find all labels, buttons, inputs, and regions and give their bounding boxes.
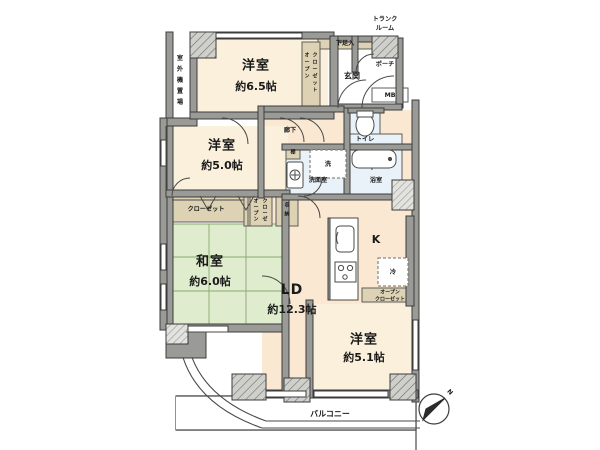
open-closet-south-label-2: クローゼット bbox=[375, 296, 405, 303]
bedroom-north-area: 約6.5帖 bbox=[235, 79, 277, 93]
tatami-room-name: 和室 bbox=[196, 254, 224, 270]
svg-text:ゼ: ゼ bbox=[312, 73, 317, 80]
bedroom-north-name: 洋室 bbox=[242, 58, 270, 74]
svg-text:ッ: ッ bbox=[312, 81, 317, 87]
washer-space bbox=[309, 149, 347, 179]
svg-text:機: 機 bbox=[177, 76, 184, 84]
refrigerator-space bbox=[377, 257, 409, 287]
living-dining-area: 約12.3帖 bbox=[267, 302, 316, 316]
svg-text:ー: ー bbox=[312, 67, 317, 73]
shoe-box-label: 下足入 bbox=[336, 39, 355, 47]
bedroom-west-area: 約5.0帖 bbox=[201, 158, 243, 172]
trunk-room-label-line1: トランク bbox=[373, 15, 398, 23]
svg-text:場: 場 bbox=[177, 98, 184, 106]
open-closet-entrance-label: オ ー プ ン ク ロ ー ゼ ッ ト bbox=[304, 52, 317, 94]
kitchen-label: K bbox=[372, 233, 381, 246]
svg-text:ン: ン bbox=[304, 74, 309, 80]
svg-text:ク: ク bbox=[262, 198, 267, 205]
bedroom-south-area: 約5.1帖 bbox=[343, 350, 385, 364]
trunk-room-label-line2: ルーム bbox=[376, 25, 394, 32]
svg-text:ゼ: ゼ bbox=[262, 216, 267, 223]
storage-label-1: 収 bbox=[284, 202, 290, 209]
balcony-label: バルコニー bbox=[310, 410, 350, 419]
bedroom-west-name: 洋室 bbox=[208, 138, 236, 154]
living-dining-name: LD bbox=[281, 282, 304, 298]
tatami-room-area: 約6.0帖 bbox=[189, 274, 231, 288]
windows bbox=[160, 32, 419, 398]
svg-text:ー: ー bbox=[262, 211, 267, 217]
svg-text:オ: オ bbox=[253, 198, 258, 205]
bath-label: 浴室 bbox=[370, 176, 382, 184]
svg-text:外: 外 bbox=[177, 65, 184, 73]
svg-text:プ: プ bbox=[253, 210, 259, 217]
meter-box-label: MB bbox=[385, 92, 396, 99]
toilet-label: トイレ bbox=[356, 136, 375, 143]
open-closet-south-label-1: オープン bbox=[380, 289, 400, 296]
entrance-label: 玄関 bbox=[344, 71, 360, 81]
compass-north-label: N bbox=[445, 388, 454, 397]
svg-text:オ: オ bbox=[304, 52, 309, 59]
corridor-label: 廊下 bbox=[284, 126, 296, 134]
bathtub-fixture bbox=[351, 149, 397, 169]
toilet-fixture bbox=[355, 110, 375, 137]
refrigerator-label: 冷 bbox=[390, 268, 397, 276]
compass-rose: N bbox=[418, 388, 454, 425]
svg-text:ト: ト bbox=[312, 88, 317, 94]
balcony-area: バルコニー bbox=[175, 395, 417, 450]
svg-text:ク: ク bbox=[312, 52, 317, 59]
vanity-sink-fixture bbox=[286, 161, 304, 189]
svg-text:室: 室 bbox=[177, 54, 183, 62]
outdoor-unit-area-label: 室 外 機 置 場 bbox=[177, 54, 184, 106]
bedroom-west-floor bbox=[166, 126, 288, 192]
sliding-doors bbox=[165, 126, 255, 333]
structural-pillars bbox=[165, 31, 417, 403]
kitchen-sink-fixture bbox=[329, 217, 359, 301]
washroom-label: 洗面室 bbox=[309, 176, 328, 184]
svg-text:ロ: ロ bbox=[312, 60, 317, 66]
svg-text:ー: ー bbox=[253, 205, 258, 211]
storage-label-2: 納 bbox=[284, 211, 289, 218]
tatami-floor bbox=[172, 224, 282, 324]
svg-text:ン: ン bbox=[253, 217, 258, 223]
closet-label: クローゼット bbox=[187, 205, 224, 213]
svg-text:置: 置 bbox=[177, 87, 183, 95]
stove-fixture bbox=[334, 261, 357, 283]
porch-label: ポーチ bbox=[376, 60, 395, 68]
open-closet-center-label: オ ー プ ン ク ロ ー ゼ bbox=[253, 198, 267, 223]
svg-text:ー: ー bbox=[304, 60, 309, 66]
svg-text:ロ: ロ bbox=[262, 205, 267, 211]
bedroom-south-name: 洋室 bbox=[350, 332, 378, 348]
shelf-label: 棚 bbox=[290, 149, 295, 156]
svg-text:プ: プ bbox=[304, 66, 310, 73]
washer-label: 洗 bbox=[325, 160, 332, 168]
